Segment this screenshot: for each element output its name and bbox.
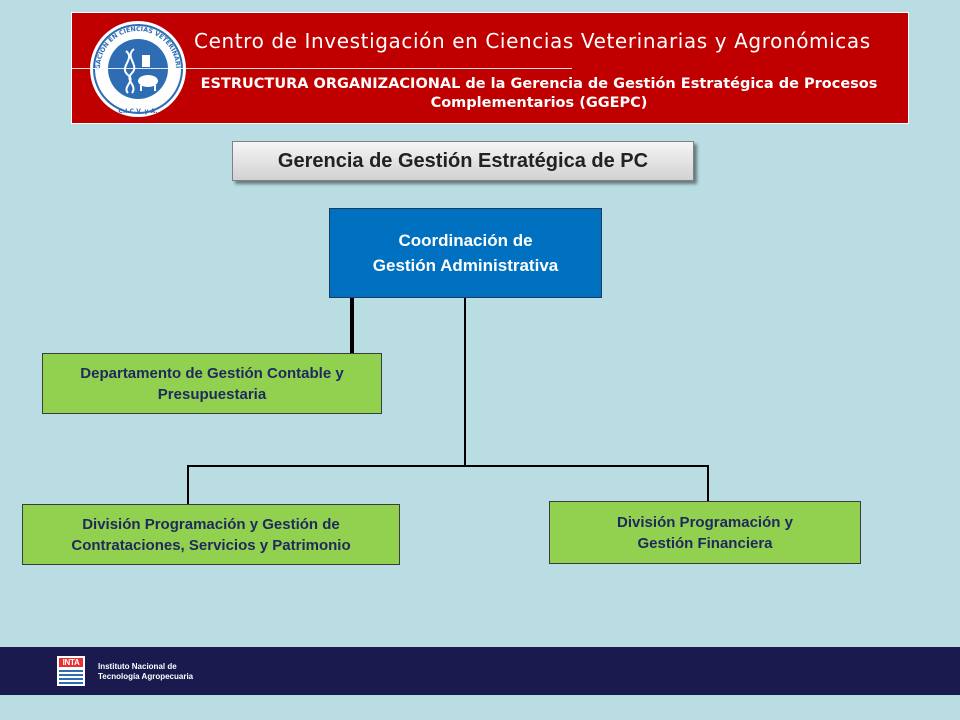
- inta-logo-stripe: [59, 678, 83, 680]
- institute-title: Centro de Investigación en Ciencias Vete…: [194, 29, 871, 53]
- inta-logo-stripe: [59, 682, 83, 684]
- header-divider: [72, 68, 572, 69]
- structure-subtitle: ESTRUCTURA ORGANIZACIONAL de la Gerencia…: [200, 76, 878, 111]
- inta-logo-icon: INTA: [57, 656, 85, 686]
- footer-org-line2: Tecnología Agropecuaria: [98, 672, 194, 681]
- top-unit-label: Gerencia de Gestión Estratégica de PC: [232, 141, 694, 181]
- cicvya-seal-icon: CENTRO DE INVESTIGACIÓN EN CIENCIAS VETE…: [88, 19, 186, 117]
- footer-bar: INTA Instituto Nacional de Tecnología Ag…: [0, 647, 960, 695]
- division-left-box: División Programación y Gestión de Contr…: [22, 504, 400, 565]
- connector-coord-trunk: [464, 298, 466, 465]
- connector-division-bar: [187, 465, 709, 467]
- seal-acronym: C.I.C.V. y A.: [118, 108, 157, 115]
- division-right-box: División Programación y Gestión Financie…: [549, 501, 861, 564]
- connector-coord-to-department: [350, 298, 354, 354]
- inta-logo-stripe: [59, 670, 83, 672]
- inta-logo-stripe: [59, 674, 83, 676]
- footer-org-name: Instituto Nacional de Tecnología Agropec…: [98, 662, 193, 682]
- connector-to-division-right: [707, 465, 709, 502]
- connector-to-division-left: [187, 465, 189, 505]
- inta-logo-text: INTA: [59, 658, 83, 667]
- department-box: Departamento de Gestión Contable y Presu…: [42, 353, 382, 414]
- coordination-box: Coordinación de Gestión Administrativa: [329, 208, 602, 298]
- footer-org-line1: Instituto Nacional de: [98, 662, 177, 671]
- header-banner: CENTRO DE INVESTIGACIÓN EN CIENCIAS VETE…: [71, 12, 909, 124]
